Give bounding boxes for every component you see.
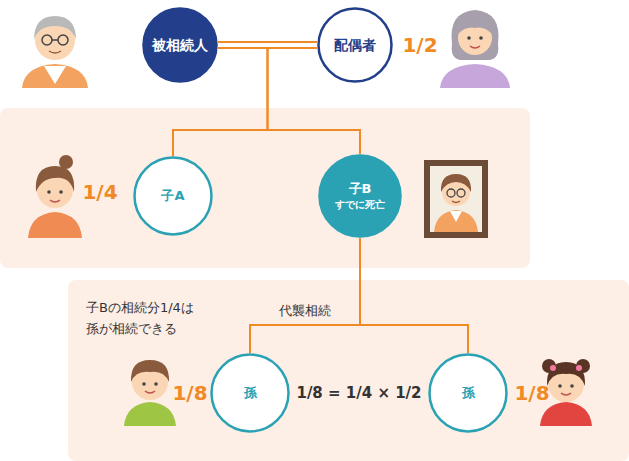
share-fraction: 1/4 [82, 180, 117, 204]
child-circle: 子A [133, 156, 213, 236]
node-note: すでに死亡 [335, 198, 385, 211]
share-fraction: 1/8 [514, 381, 549, 405]
deceased-child-circle: 子Bすでに死亡 [318, 154, 402, 238]
grandmother-icon [440, 10, 510, 88]
node-label: 子A [161, 188, 184, 205]
grandfather-icon [22, 16, 88, 88]
decedent-circle: 被相続人 [142, 7, 218, 83]
node-label: 孫 [244, 385, 257, 402]
note-text: 子Bの相続分1/4は 孫が相続できる [86, 298, 256, 340]
grandchild-circle: 孫 [428, 353, 508, 433]
portrait-frame [424, 160, 488, 238]
children-band [0, 108, 530, 268]
node-label: 孫 [462, 385, 475, 402]
grandchild-circle: 孫 [210, 353, 290, 433]
daughter-icon [28, 155, 82, 238]
note-band: 子Bの相続分1/4は 孫が相続できる孫 孫 [68, 280, 629, 461]
edge-label: 代襲相続 [276, 302, 334, 320]
formula: 1/8 = 1/4 × 1/2 [296, 384, 421, 402]
node-label: 被相続人 [152, 36, 208, 54]
node-label: 配偶者 [334, 36, 376, 54]
share-fraction: 1/2 [402, 33, 437, 57]
node-label: 子B [349, 181, 372, 198]
spouse-circle: 配偶者 [317, 7, 393, 83]
share-fraction: 1/8 [172, 381, 207, 405]
